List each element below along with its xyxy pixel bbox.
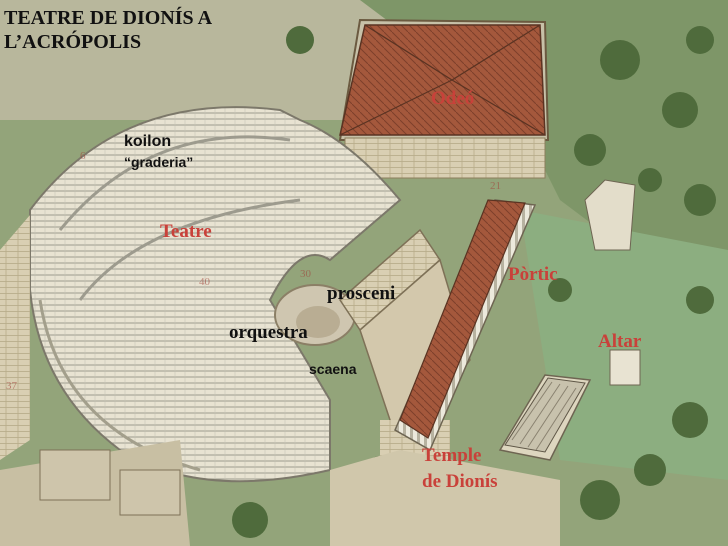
label-graderia: “graderia”: [124, 154, 194, 170]
page-title: TEATRE DE DIONÍS A L’ACRÓPOLIS: [4, 7, 213, 53]
sector-number: 6: [80, 150, 86, 162]
sector-number: 30: [300, 268, 311, 280]
label-teatre: Teatre: [160, 221, 212, 242]
sector-number: 40: [199, 276, 210, 288]
sector-number: 21: [490, 180, 501, 192]
label-orquestra: orquestra: [229, 322, 308, 343]
label-portic: Pòrtic: [508, 264, 558, 285]
label-scaena: scaena: [309, 361, 357, 377]
label-prosceni: prosceni: [327, 283, 396, 304]
label-temple-de-dionis: Temple de Dionís: [422, 445, 498, 492]
label-altar: Altar: [598, 331, 642, 352]
sector-number: 37: [6, 380, 17, 392]
label-koilon: koilon: [124, 133, 172, 150]
label-odeo: Odeó: [431, 88, 475, 109]
